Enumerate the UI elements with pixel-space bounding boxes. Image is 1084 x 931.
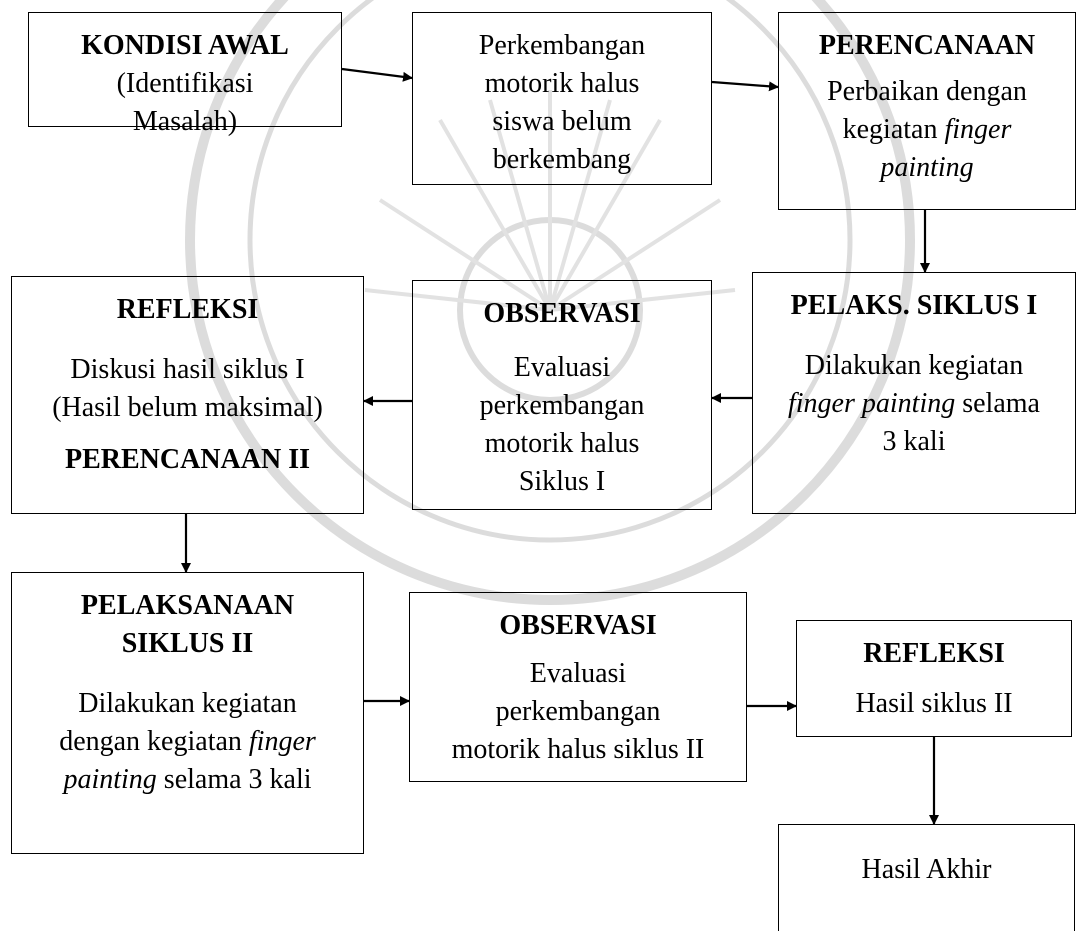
- box-pelaks-siklus-1: PELAKS. SIKLUS I Dilakukan kegiatan fing…: [752, 272, 1076, 514]
- pelaks-siklus-1-line3: 3 kali: [882, 426, 946, 457]
- pelaksanaan-siklus-2-title2: SIKLUS II: [121, 628, 254, 659]
- refleksi-1-line1: Diskusi hasil siklus I: [70, 354, 305, 385]
- pelaks-siklus-1-line1: Dilakukan kegiatan: [804, 350, 1024, 381]
- refleksi-2-line1: Hasil siklus II: [855, 688, 1013, 719]
- arrow-perkembangan-to-perencanaan: [711, 80, 779, 92]
- box-refleksi-2: REFLEKSI Hasil siklus II: [796, 620, 1072, 737]
- perkembangan-line2: motorik halus: [484, 68, 640, 99]
- perkembangan-line4: berkembang: [492, 144, 632, 175]
- observasi-1-line1: Evaluasi: [513, 352, 611, 383]
- pelaksanaan-siklus-2-line3: painting selama 3 kali: [63, 764, 312, 795]
- perencanaan-line3: painting: [880, 152, 974, 183]
- pelaks-siklus-1-line2: finger painting selama: [788, 388, 1040, 419]
- refleksi-1-title: REFLEKSI: [116, 294, 259, 325]
- observasi-1-title: OBSERVASI: [483, 298, 641, 329]
- observasi-2-title: OBSERVASI: [499, 610, 657, 641]
- kondisi-awal-line2: Masalah): [132, 106, 238, 137]
- pelaksanaan-siklus-2-title1: PELAKSANAAN: [80, 590, 295, 621]
- pelaksanaan-siklus-2-line1: Dilakukan kegiatan: [78, 688, 297, 719]
- observasi-1-line3: motorik halus: [484, 428, 640, 459]
- observasi-1-line4: Siklus I: [518, 466, 606, 497]
- perencanaan-line2: kegiatan finger: [842, 114, 1012, 145]
- box-perencanaan: PERENCANAAN Perbaikan dengan kegiatan fi…: [778, 12, 1076, 210]
- hasil-akhir-line1: Hasil Akhir: [861, 854, 992, 885]
- perencanaan-title: PERENCANAAN: [818, 30, 1036, 61]
- box-kondisi-awal: KONDISI AWAL (Identifikasi Masalah): [28, 12, 342, 137]
- box-pelaksanaan-siklus-2: PELAKSANAAN SIKLUS II Dilakukan kegiatan…: [11, 572, 364, 854]
- refleksi-2-title: REFLEKSI: [863, 638, 1005, 669]
- box-perkembangan: Perkembangan motorik halus siswa belum b…: [412, 12, 712, 185]
- box-hasil-akhir: Hasil Akhir: [778, 824, 1075, 931]
- pelaksanaan-siklus-2-line2: dengan kegiatan finger: [59, 726, 316, 757]
- refleksi-1-line2: (Hasil belum maksimal): [52, 392, 323, 423]
- box-refleksi-1: REFLEKSI Diskusi hasil siklus I (Hasil b…: [11, 276, 364, 514]
- perencanaan-line1: Perbaikan dengan: [827, 76, 1027, 107]
- kondisi-awal-line1: (Identifikasi: [116, 68, 254, 99]
- box-observasi-2: OBSERVASI Evaluasi perkembangan motorik …: [409, 592, 747, 782]
- observasi-2-line1: Evaluasi: [529, 658, 627, 689]
- observasi-2-line3: motorik halus siklus II: [451, 734, 705, 765]
- refleksi-1-title2: PERENCANAAN II: [64, 444, 310, 475]
- pelaks-siklus-1-title: PELAKS. SIKLUS I: [790, 290, 1038, 321]
- perkembangan-line1: Perkembangan: [478, 30, 646, 61]
- observasi-1-line2: perkembangan: [479, 390, 645, 421]
- kondisi-awal-title: KONDISI AWAL: [81, 30, 289, 61]
- observasi-2-line2: perkembangan: [495, 696, 661, 727]
- box-observasi-1: OBSERVASI Evaluasi perkembangan motorik …: [412, 280, 712, 510]
- arrow-kondisi-to-perkembangan: [341, 67, 413, 82]
- perkembangan-line3: siswa belum: [492, 106, 632, 137]
